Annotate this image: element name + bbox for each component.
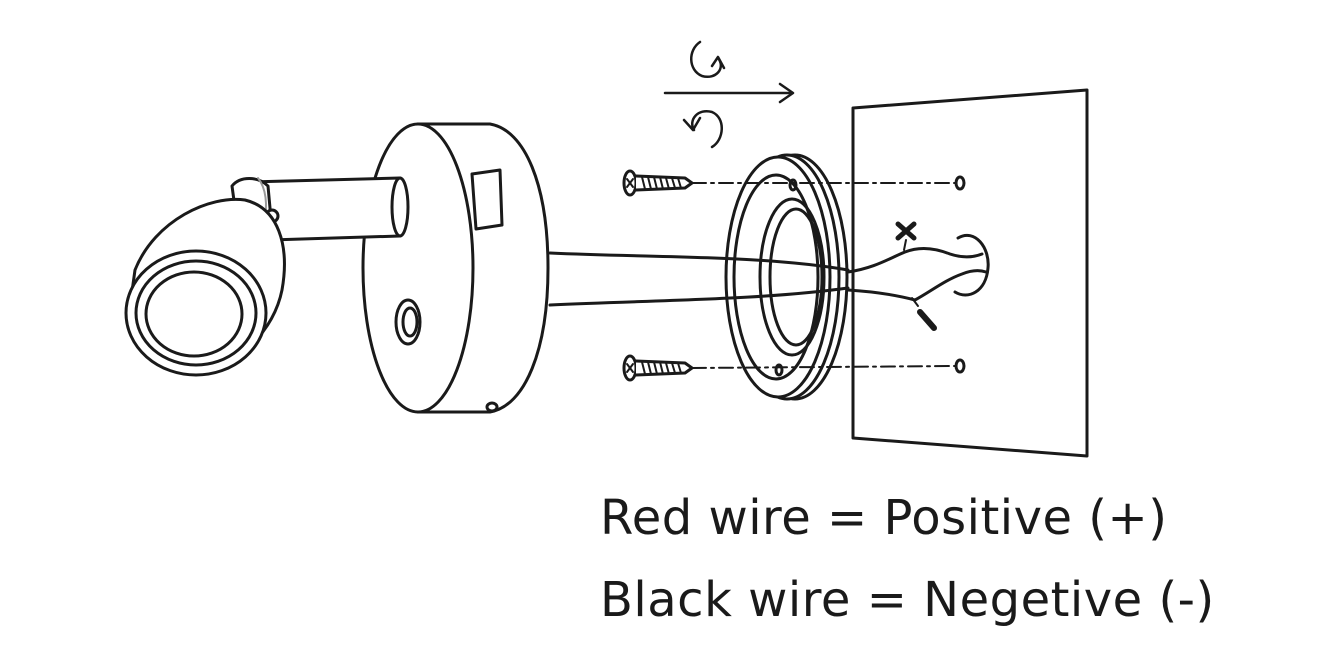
power-cable [548, 251, 850, 307]
red-wire-caption: Red wire = Positive (+) [600, 490, 1168, 546]
mounting-screw-bottom [622, 354, 956, 382]
positive-wire [846, 246, 984, 274]
mounting-ring [724, 153, 849, 401]
negative-terminal-mark [911, 297, 937, 331]
wall-wires [846, 246, 988, 302]
wall-cable-opening [953, 233, 990, 297]
base-switch-slot [470, 168, 504, 231]
black-wire-caption: Black wire = Negetive (-) [600, 572, 1215, 628]
mounting-screw-top [622, 169, 956, 197]
positive-terminal-mark [895, 221, 917, 251]
rotate-arrow-icon [663, 40, 795, 149]
spotlight-head-icon [124, 197, 286, 377]
negative-wire [846, 269, 988, 302]
mounting-base [361, 122, 550, 414]
